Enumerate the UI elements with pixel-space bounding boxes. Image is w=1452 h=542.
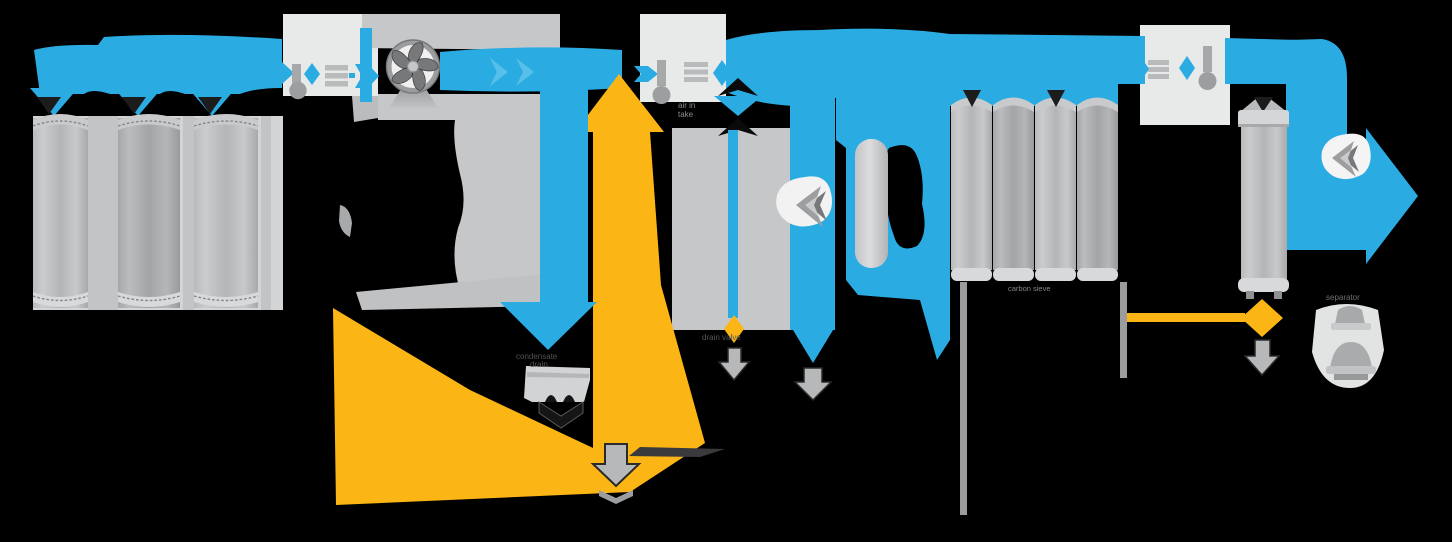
svg-text:drain valve: drain valve	[702, 333, 741, 342]
svg-text:drain: drain	[530, 360, 548, 369]
svg-text:take: take	[678, 110, 694, 119]
svg-text:carbon sieve: carbon sieve	[1008, 284, 1051, 293]
svg-text:separator: separator	[1326, 293, 1360, 302]
svg-text:air in: air in	[678, 101, 695, 110]
svg-text:condensate: condensate	[516, 352, 558, 361]
